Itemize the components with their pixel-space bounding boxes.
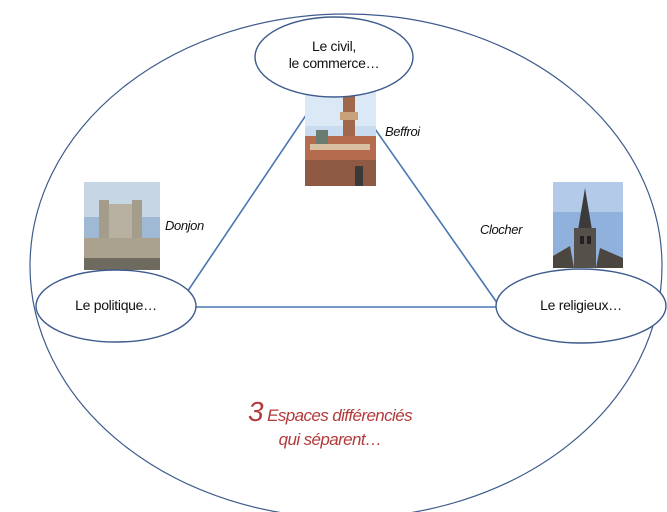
caption-number: 3 — [248, 396, 264, 427]
node-left-ellipse — [35, 269, 197, 343]
keep-caption: Donjon — [165, 218, 204, 233]
center-caption: 3 Espaces différenciés qui séparent… — [150, 396, 510, 450]
caption-line1: Espaces différenciés — [263, 406, 412, 425]
bell-tower-caption: Clocher — [480, 222, 522, 237]
belfry-caption: Beffroi — [385, 124, 420, 139]
node-top-line2: le commerce… — [288, 55, 380, 71]
keep-photo — [84, 182, 160, 270]
node-top-label: Le civil, le commerce… — [264, 38, 404, 72]
bell-tower-photo — [553, 182, 623, 268]
outer-ellipse — [29, 13, 663, 512]
belfry-photo — [305, 84, 376, 186]
caption-line2: qui séparent… — [278, 430, 382, 449]
node-top-ellipse — [254, 16, 414, 98]
node-right-ellipse — [495, 268, 667, 344]
node-right-label: Le religieux… — [540, 297, 622, 313]
triangle — [175, 70, 502, 308]
node-top-line1: Le civil, — [312, 38, 356, 54]
node-left-label: Le politique… — [75, 297, 157, 313]
